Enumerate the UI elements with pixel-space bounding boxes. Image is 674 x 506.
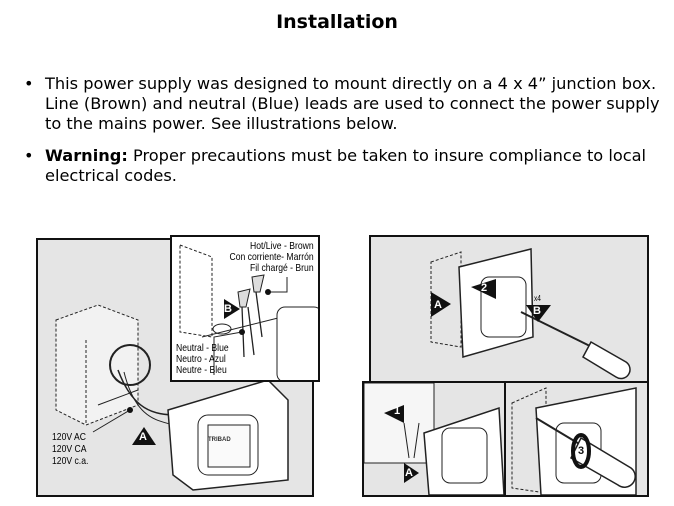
step-3-drawing <box>511 387 637 495</box>
marker-a-icon <box>431 292 451 317</box>
bullet-marker: • <box>24 146 34 165</box>
voltage-label: 120V c.a. <box>52 455 89 467</box>
step-label: 2 <box>481 282 488 294</box>
step-2-arrow-icon <box>471 279 496 299</box>
callout-dot <box>127 407 133 413</box>
marker-a-icon <box>132 427 156 445</box>
step-label: 1 <box>394 405 401 417</box>
bullet-item: • Warning: Proper precautions must be ta… <box>24 146 664 186</box>
hot-label: Con corriente- Marrón <box>229 251 314 263</box>
hot-label: Fil chargé - Brun <box>250 262 314 274</box>
neutral-label: Neutral - Blue <box>176 342 229 354</box>
bullet-text: Proper precautions must be taken to insu… <box>45 146 647 185</box>
voltage-label: 120V AC <box>52 431 86 443</box>
mounting-drawing <box>430 248 631 380</box>
warning-label: Warning: <box>45 146 128 165</box>
bullet-item: • This power supply was designed to moun… <box>24 74 664 134</box>
page-title: Installation <box>276 11 398 33</box>
inset-drawing <box>179 244 318 380</box>
wiring-inset: B Hot/Live - Brown Con corriente- Marrón… <box>170 235 320 382</box>
mounting-illustration-step-2: A 2 B x4 <box>369 235 649 385</box>
neutral-label: Neutro - Azul <box>176 353 226 365</box>
bullet-text: This power supply was designed to mount … <box>45 74 660 133</box>
marker-a-icon <box>404 463 419 483</box>
marker-a-label: A <box>405 467 413 479</box>
bullet-marker: • <box>24 74 34 93</box>
marker-b-label: B <box>533 305 541 317</box>
voltage-label: 120V CA <box>52 443 87 455</box>
bullet-list: • This power supply was designed to moun… <box>24 74 664 198</box>
device-brand: TRIBAD <box>208 437 231 443</box>
step-1-arrow-icon <box>384 405 404 423</box>
step-label: 3 <box>578 445 585 457</box>
marker-a-label: A <box>434 299 442 311</box>
screw-count: x4 <box>534 294 541 303</box>
mounting-illustration-step-1: 1 A <box>362 381 508 497</box>
marker-b-icon <box>526 305 551 322</box>
marker-b-icon <box>224 299 240 319</box>
hot-label: Hot/Live - Brown <box>250 240 314 252</box>
step-1-drawing <box>364 383 505 495</box>
mounting-illustration-step-3: 3 <box>504 381 649 497</box>
wiring-drawing <box>55 304 289 491</box>
neutral-label: Neutre - Bleu <box>176 364 227 376</box>
marker-a-label: A <box>139 431 147 443</box>
marker-b-label: B <box>224 303 232 315</box>
